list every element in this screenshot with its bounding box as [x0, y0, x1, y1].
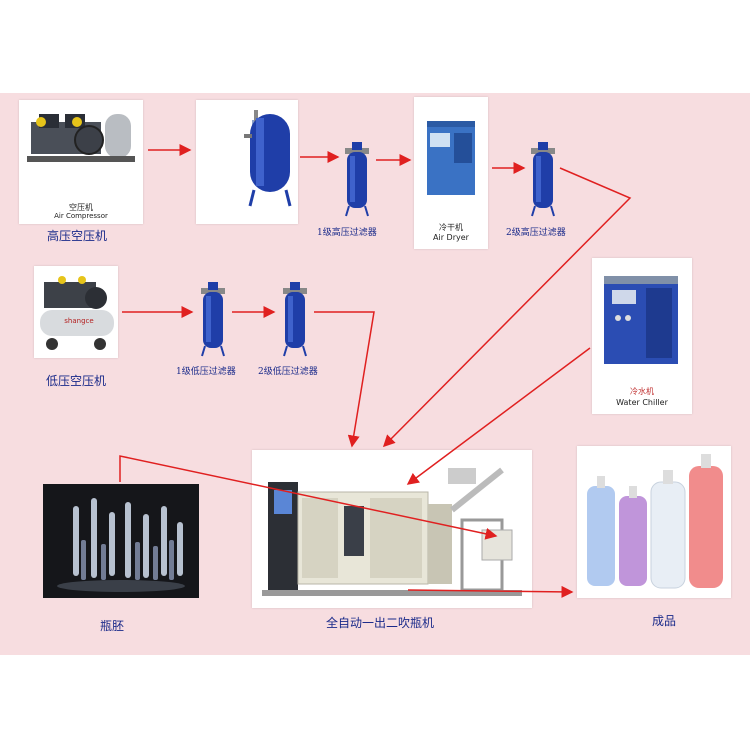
- filter-icon: [283, 282, 307, 357]
- hp-filter-1-node: [342, 126, 372, 218]
- lp-compressor-node: shangce: [34, 266, 118, 358]
- bottles-label: 成品: [652, 614, 677, 628]
- hp-filter-2-label: 2级高压过滤器: [506, 228, 566, 238]
- lp-compressor-label: 低压空压机: [46, 374, 107, 388]
- blow-molding-machine-icon: [262, 467, 522, 596]
- hp-compressor-caption-cn: 空压机: [69, 203, 93, 212]
- blow-machine-label: 全自动一出二吹瓶机: [326, 616, 435, 630]
- hp-filter-1-label: 1级高压过滤器: [317, 228, 377, 238]
- air-dryer-caption-en: Air Dryer: [433, 233, 469, 242]
- air-tank-node: [196, 100, 298, 224]
- hp-compressor-caption-en: Air Compressor: [54, 212, 108, 220]
- lp-compressor-brand: shangce: [64, 317, 94, 325]
- air-dryer-icon: [427, 121, 475, 195]
- bottles-icon: [587, 454, 723, 589]
- preforms-icon: [57, 498, 185, 592]
- lp-filter-2-label: 2级低压过滤器: [258, 367, 318, 377]
- water-chiller-node: 冷水机 Water Chiller: [592, 258, 692, 414]
- hp-compressor-node: 空压机 Air Compressor: [19, 100, 143, 224]
- air-compressor-icon: [27, 114, 135, 162]
- air-tank-icon: [244, 110, 292, 207]
- air-dryer-caption-cn: 冷干机: [439, 223, 463, 232]
- filter-icon: [201, 282, 225, 357]
- lp-filter-1-node: [198, 266, 228, 358]
- hp-compressor-label: 高压空压机: [47, 229, 108, 243]
- filter-icon: [531, 142, 555, 217]
- water-chiller-icon: [604, 276, 678, 364]
- water-chiller-caption-cn: 冷水机: [630, 387, 654, 396]
- water-chiller-caption-en: Water Chiller: [616, 398, 668, 407]
- preforms-label: 瓶胚: [100, 619, 125, 633]
- air-compressor-icon: [40, 276, 114, 350]
- preforms-node: [43, 484, 199, 598]
- hp-filter-2-node: [528, 126, 558, 218]
- bottles-node: [577, 446, 731, 598]
- air-dryer-node: 冷干机 Air Dryer: [414, 97, 488, 249]
- blow-machine-node: [252, 450, 532, 608]
- filter-icon: [345, 142, 369, 217]
- lp-filter-1-label: 1级低压过滤器: [176, 367, 236, 377]
- lp-filter-2-node: [280, 266, 310, 358]
